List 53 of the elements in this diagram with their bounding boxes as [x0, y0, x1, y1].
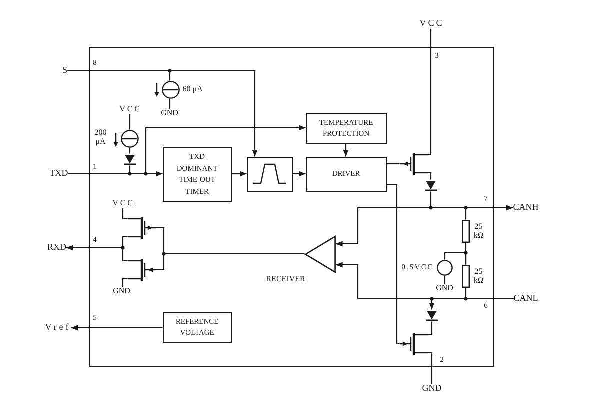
wire: [129, 114, 131, 130]
arrow: [343, 144, 349, 157]
voltage-source-symbol: [436, 260, 453, 276]
supply-label: VCC: [418, 19, 444, 29]
wire: [386, 184, 400, 345]
diode-symbol: [124, 154, 136, 166]
pin-label: S: [62, 66, 68, 76]
pin-label: RXD: [48, 243, 66, 253]
resistor-symbol: [462, 264, 470, 288]
current-source-symbol: [120, 130, 139, 148]
wire: [444, 252, 467, 265]
supply-label: GND: [161, 109, 178, 118]
pin-label: CANH: [513, 203, 539, 213]
diode-symbol: [426, 310, 438, 322]
pin-label: Vref: [42, 323, 72, 333]
amplifier-triangle: [304, 236, 336, 273]
wire: [428, 352, 433, 384]
arrow: [66, 245, 128, 262]
resistor-symbol: [462, 220, 470, 243]
resistance-value: 25 kΩ: [472, 222, 485, 240]
wire: [465, 207, 514, 220]
wire: [122, 208, 128, 220]
wire: [386, 163, 400, 165]
arrow: [71, 325, 163, 331]
arrow: [68, 70, 258, 157]
caption-text: RECEIVER: [266, 274, 306, 284]
wire: [129, 148, 131, 154]
arrow: [292, 171, 306, 177]
arrow: [68, 125, 306, 175]
supply-label: GND: [436, 284, 454, 294]
arrow: [429, 298, 514, 310]
supply-label: VCC: [118, 105, 142, 114]
resistance-value: 25 kΩ: [472, 266, 485, 285]
supply-label: GND: [113, 287, 130, 296]
wire: [428, 172, 432, 180]
current-source-symbol: [162, 80, 180, 99]
current-value: 200 μA: [94, 128, 108, 146]
wire: [428, 28, 432, 156]
supply-label: VCC: [110, 199, 136, 208]
wire: [444, 276, 446, 284]
wire: [169, 98, 171, 110]
wire: [428, 322, 433, 336]
diode-symbol: [424, 180, 437, 192]
wire: [156, 253, 305, 271]
pin-label: TXD: [50, 169, 68, 179]
arrow: [430, 192, 514, 211]
wire: [122, 278, 128, 288]
supply-label: GND: [422, 384, 442, 394]
chip-outline: [89, 47, 494, 367]
current-value: 60 μA: [182, 84, 203, 94]
arrow: [232, 171, 247, 177]
pin-label: CANL: [514, 294, 538, 304]
filter-box: [246, 156, 293, 192]
